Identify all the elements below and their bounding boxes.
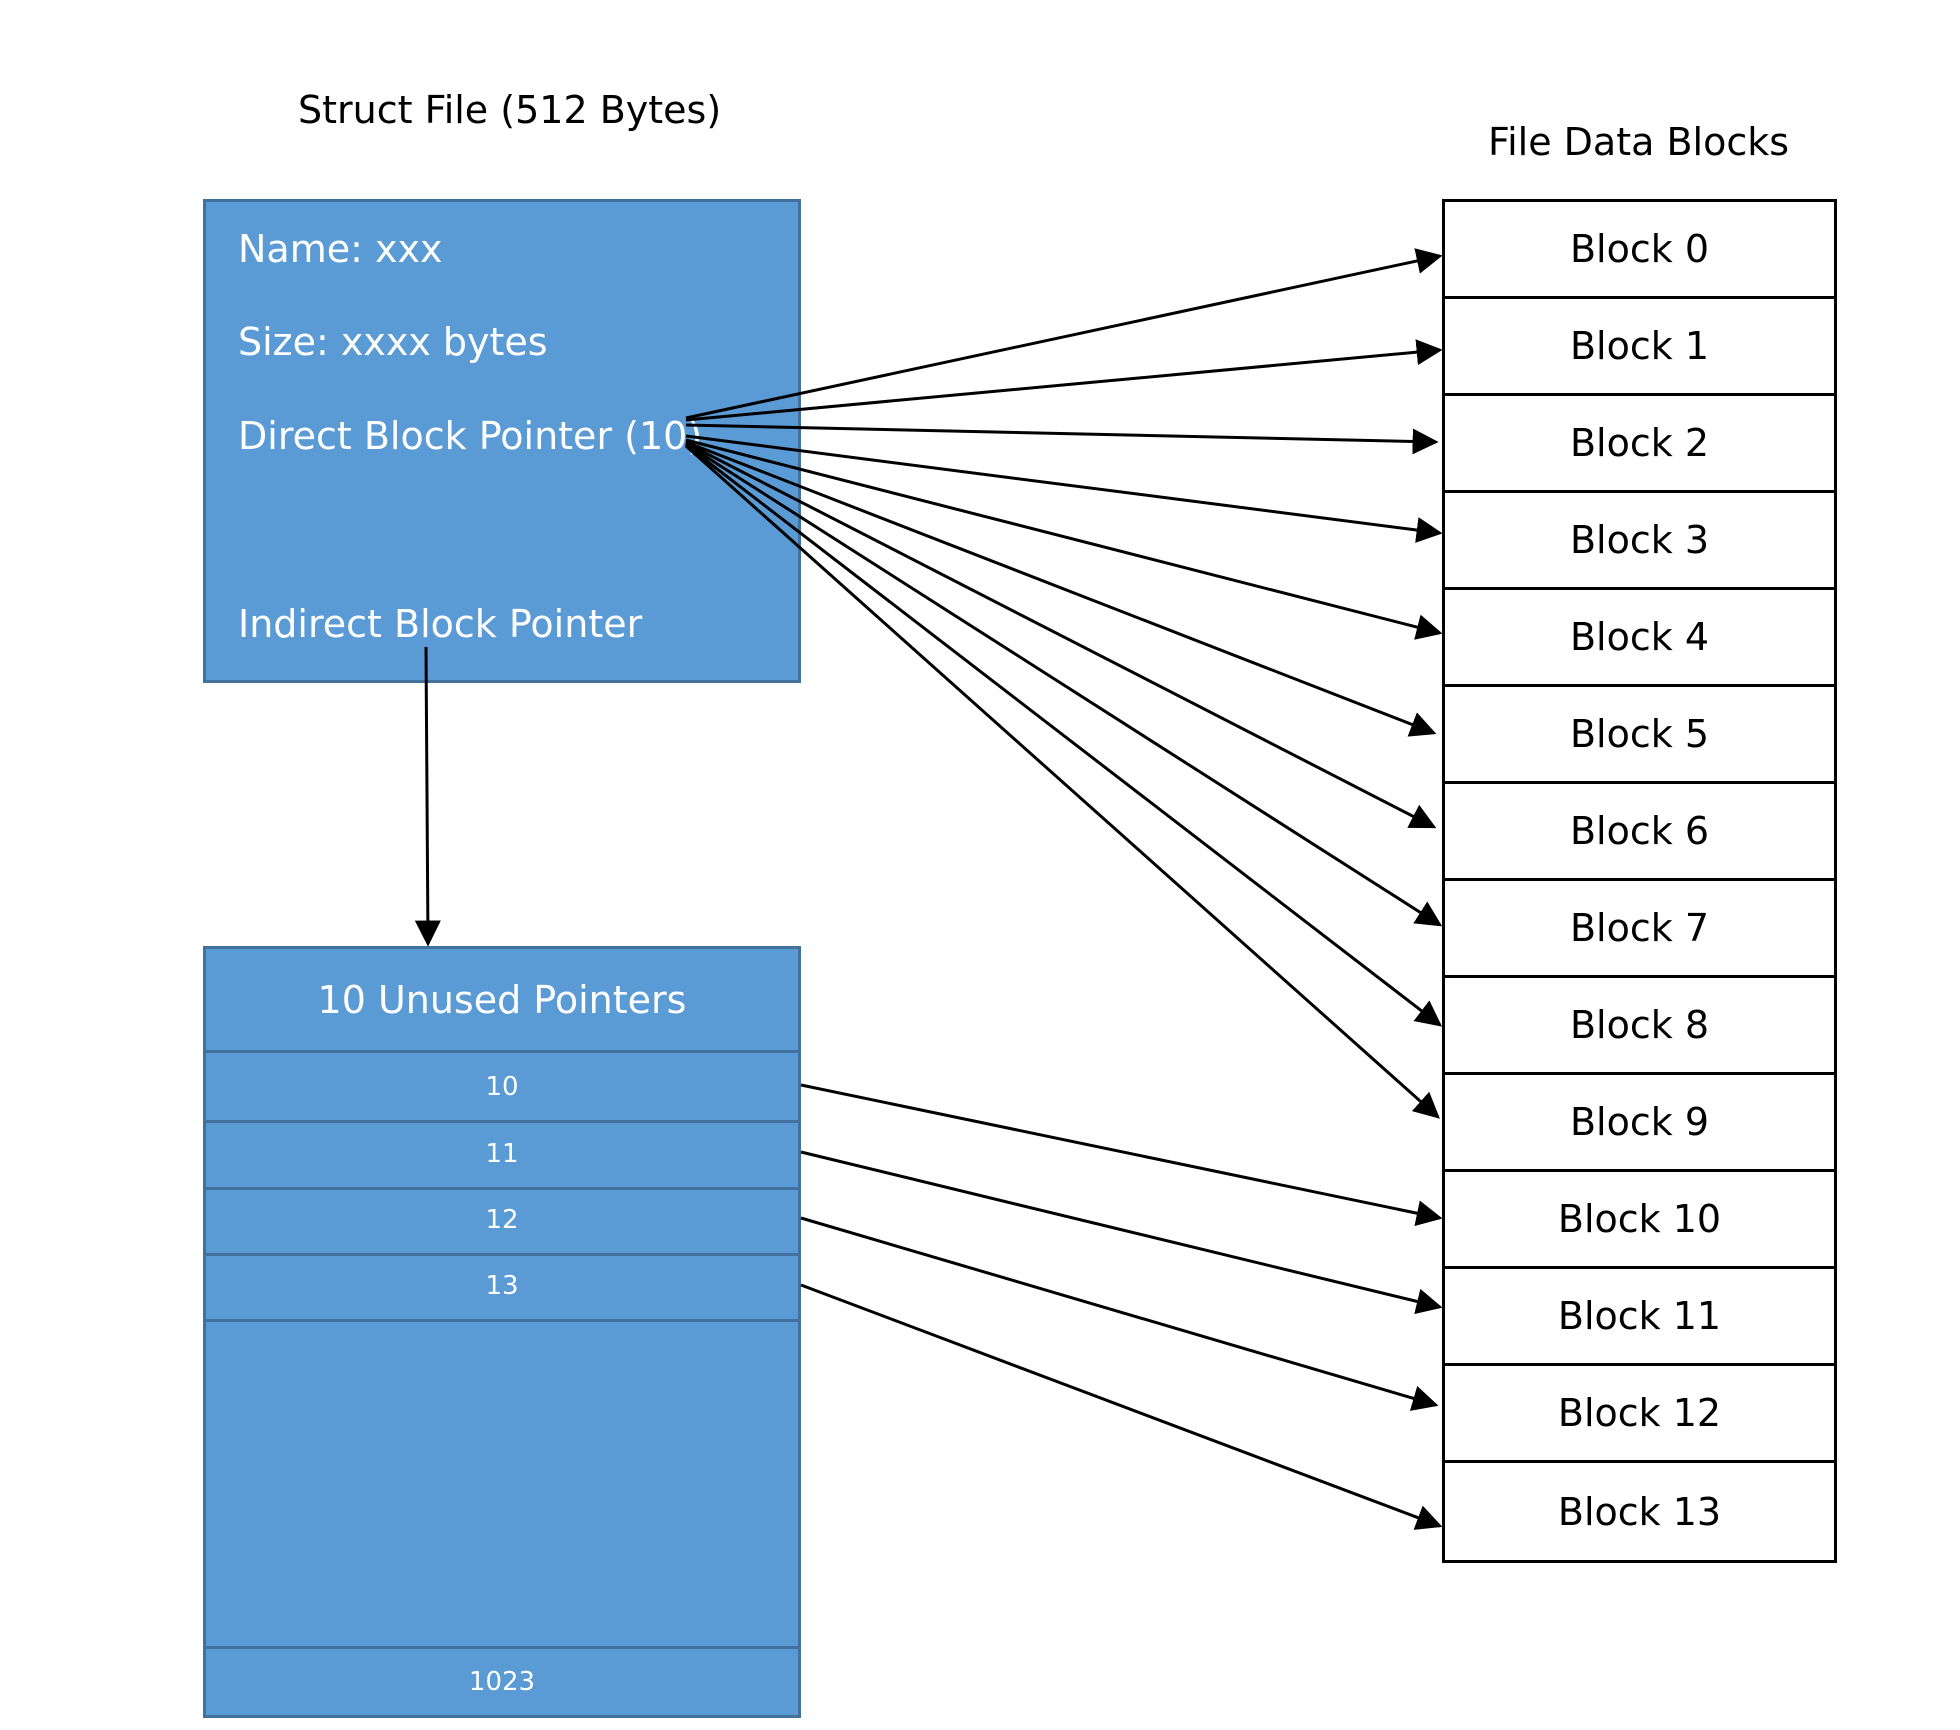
name-field: Name: xxx <box>238 227 443 271</box>
pointer-row: 12 <box>206 1187 798 1256</box>
indirect-arrow-13 <box>800 1283 1443 1530</box>
direct-arrow-1 <box>685 339 1443 422</box>
data-block: Block 12 <box>1445 1366 1834 1463</box>
indirect-arrow-10 <box>800 1083 1443 1226</box>
indirect-pointer-block: 10 Unused Pointers 10 11 12 13 1023 <box>203 946 801 1718</box>
unused-pointers-header: 10 Unused Pointers <box>206 949 798 1053</box>
size-field: Size: xxxx bytes <box>238 320 548 364</box>
struct-file-title: Struct File (512 Bytes) <box>298 88 722 132</box>
indirect-arrow <box>414 646 441 947</box>
data-block: Block 0 <box>1445 202 1834 299</box>
data-block: Block 1 <box>1445 299 1834 396</box>
indirect-block-pointer-field: Indirect Block Pointer <box>238 602 643 646</box>
pointer-row: 13 <box>206 1253 798 1322</box>
pointer-row: 11 <box>206 1120 798 1190</box>
data-block: Block 5 <box>1445 687 1834 784</box>
data-block: Block 3 <box>1445 493 1834 590</box>
direct-arrow-4 <box>685 438 1443 640</box>
direct-arrow-2 <box>685 423 1439 455</box>
data-block: Block 8 <box>1445 978 1834 1075</box>
data-block: Block 10 <box>1445 1172 1834 1269</box>
direct-arrow-3 <box>685 434 1443 543</box>
direct-arrow-0 <box>685 248 1443 420</box>
data-block: Block 2 <box>1445 396 1834 493</box>
direct-arrow-5 <box>685 440 1437 737</box>
data-block: Block 9 <box>1445 1075 1834 1172</box>
data-block: Block 13 <box>1557 1489 1722 1534</box>
direct-block-pointer-field: Direct Block Pointer (10) <box>238 414 703 458</box>
struct-file-box: Name: xxx Size: xxxx bytes Direct Block … <box>203 199 801 683</box>
direct-arrow-6 <box>685 441 1437 829</box>
pointer-row-last: 1023 <box>206 1646 798 1715</box>
data-block: Block 6 <box>1445 784 1834 881</box>
data-blocks-column: Block 0 Block 1 Block 2 Block 3 Block 4 … <box>1442 199 1837 1563</box>
direct-arrow-9 <box>685 444 1440 1119</box>
direct-arrow-8 <box>685 443 1443 1027</box>
file-data-blocks-title: File Data Blocks <box>1488 120 1790 164</box>
direct-arrow-7 <box>685 442 1443 927</box>
pointer-row: 10 <box>206 1053 798 1123</box>
data-block: Block 7 <box>1445 881 1834 978</box>
data-block: Block 4 <box>1445 590 1834 687</box>
indirect-arrow-11 <box>800 1150 1443 1315</box>
indirect-arrow-12 <box>800 1216 1439 1411</box>
data-block: Block 11 <box>1445 1269 1834 1366</box>
